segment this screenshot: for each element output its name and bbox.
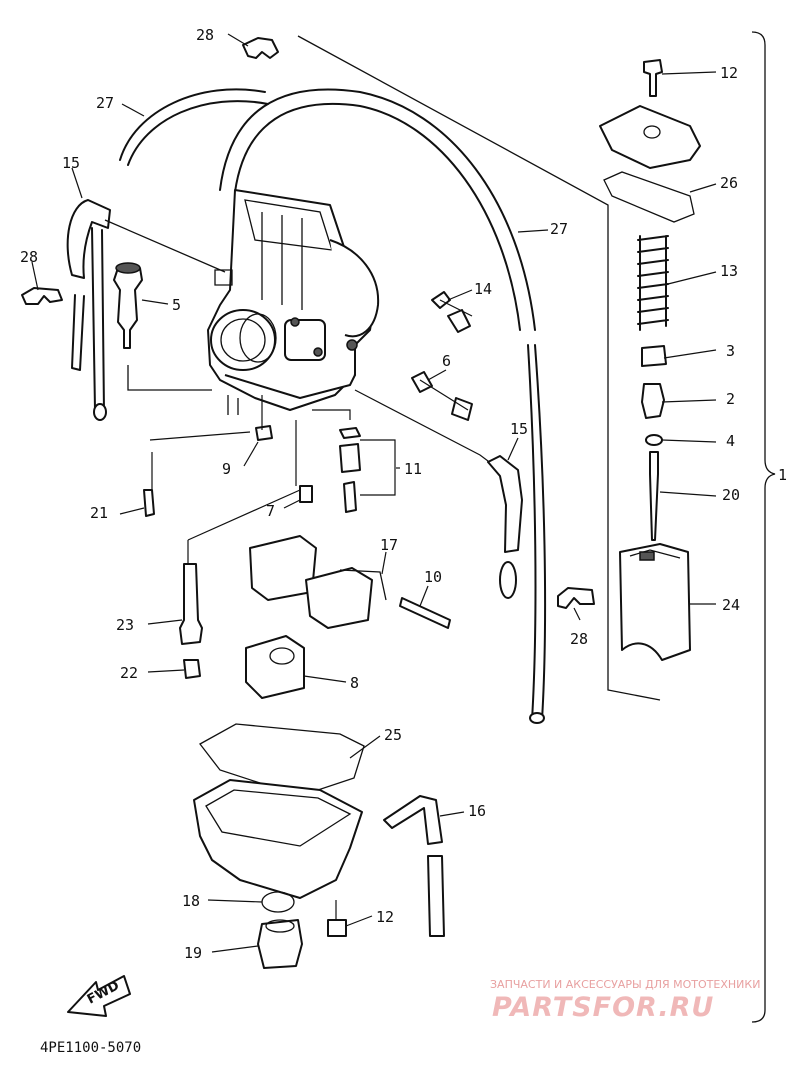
plunger-cap (115, 262, 141, 274)
overflow-hose-16 (383, 795, 443, 845)
screw-12-top (643, 59, 663, 97)
pilot-jet-22 (183, 659, 201, 679)
part-label-12: 12 (720, 64, 738, 82)
screw-9 (255, 425, 273, 441)
o-ring-18 (261, 891, 295, 913)
hose-clip-28-left (21, 287, 63, 305)
part-label-3: 3 (726, 342, 735, 360)
float-bowl-gasket-25 (199, 723, 365, 797)
part-label-26: 26 (720, 174, 738, 192)
assembly-bracket (751, 31, 776, 1023)
throttle-stop-screw-6 (411, 371, 433, 393)
float-pin-10 (399, 597, 451, 629)
diagram-code: 4PE1100-5070 (40, 1040, 141, 1056)
part-label-14: 14 (474, 280, 492, 298)
hose-end (499, 561, 517, 599)
part-label-19: 19 (184, 944, 202, 962)
part-label-4: 4 (726, 432, 735, 450)
part-label-12: 12 (376, 908, 394, 926)
vent-hose-27-left (119, 88, 266, 161)
vent-hose-27-arch-inner (234, 102, 521, 331)
part-label-21: 21 (90, 504, 108, 522)
overflow-hose-16-tube (427, 855, 445, 937)
guide-line-top (297, 35, 661, 701)
hose-15-right (487, 455, 523, 553)
air-screw-14-tip (447, 309, 471, 333)
part-label-11: 11 (404, 460, 422, 478)
drain-plug-19 (257, 919, 303, 969)
float-17 (249, 535, 317, 601)
part-label-8: 8 (350, 674, 359, 692)
part-label-2: 2 (726, 390, 735, 408)
main-jet-11 (339, 427, 361, 439)
needle-jet-23 (179, 563, 203, 645)
part-label-23: 23 (116, 616, 134, 634)
hose-15-left-tube (71, 227, 105, 413)
part-label-28: 28 (196, 26, 214, 44)
starter-plunger-5 (113, 267, 143, 349)
float-17-b (305, 567, 373, 629)
leader-lines (31, 33, 717, 953)
hose-end (93, 403, 107, 421)
float-bowl (193, 779, 363, 899)
part-label-1: 1 (778, 466, 787, 484)
needle-holder-2 (641, 383, 665, 419)
part-label-10: 10 (424, 568, 442, 586)
part-label-15: 15 (510, 420, 528, 438)
watermark-brand: PARTSFOR.RU (492, 992, 714, 1023)
forward-direction-marker: FWD (67, 975, 131, 1017)
vent-hose-27-arch (219, 88, 536, 331)
guide-line-valve (127, 365, 212, 391)
cover-gasket-26 (603, 171, 695, 223)
screw-12-bottom (327, 919, 347, 937)
throttle-spring-13 (637, 235, 669, 331)
top-cover (599, 105, 701, 169)
pilot-screw-21 (143, 489, 155, 517)
main-jet-11-b (339, 443, 361, 473)
part-label-28: 28 (20, 248, 38, 266)
part-label-18: 18 (182, 892, 200, 910)
part-label-22: 22 (120, 664, 138, 682)
part-label-25: 25 (384, 726, 402, 744)
hose-end (529, 712, 545, 724)
clip-4 (645, 434, 663, 446)
carburetor-body (207, 189, 380, 415)
screw-7 (299, 485, 313, 503)
baffle-8 (245, 635, 305, 699)
hose-clip-28-right (557, 587, 595, 609)
part-label-7: 7 (266, 502, 275, 520)
part-label-24: 24 (722, 596, 740, 614)
hose-15-left (66, 199, 111, 279)
part-label-13: 13 (720, 262, 738, 280)
spring-seat-3 (641, 345, 667, 367)
throttle-valve-24 (619, 543, 691, 661)
guide-line-carb-to-pilot (104, 219, 226, 273)
needle-valve-11 (343, 481, 357, 513)
vent-hose-27-left-inner (127, 100, 269, 166)
part-label-17: 17 (380, 536, 398, 554)
part-label-27: 27 (96, 94, 114, 112)
part-label-15: 15 (62, 154, 80, 172)
part-label-27: 27 (550, 220, 568, 238)
vent-hose-27-lower (527, 344, 547, 721)
part-label-20: 20 (722, 486, 740, 504)
part-label-6: 6 (442, 352, 451, 370)
part-label-5: 5 (172, 296, 181, 314)
part-label-9: 9 (222, 460, 231, 478)
part-label-28: 28 (570, 630, 588, 648)
hose-clip-28-top (242, 37, 279, 59)
part-label-16: 16 (468, 802, 486, 820)
jet-needle-20 (649, 451, 659, 541)
watermark-tagline: ЗАПЧАСТИ И АКСЕССУАРЫ ДЛЯ МОТОТЕХНИКИ (490, 978, 760, 991)
